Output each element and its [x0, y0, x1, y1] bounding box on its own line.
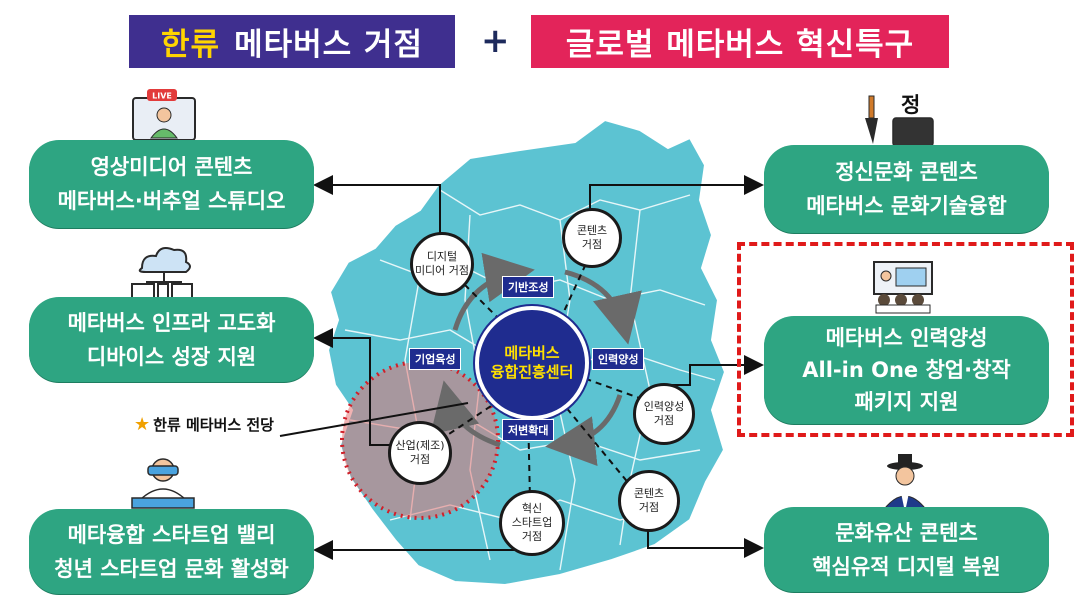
- center-node: 메타버스 융합진흥센터: [475, 306, 589, 420]
- box-media-line1: 영상미디어 콘텐츠: [90, 155, 253, 179]
- node-talent-line1: 인력양성: [643, 400, 685, 413]
- jeong-glyph: 정: [901, 93, 920, 117]
- box-infra-line2: 디바이스 성장 지원: [86, 344, 257, 369]
- node-talent: 인력양성 거점: [633, 383, 695, 445]
- center-line2: 융합진흥센터: [490, 363, 574, 381]
- node-startup-line3: 거점: [521, 530, 543, 543]
- node-digital-line2: 미디어 거점: [414, 264, 470, 277]
- box-spirit-line1: 정신문화 콘텐츠: [835, 160, 978, 184]
- star-icon: ★: [134, 414, 151, 435]
- node-industry-line2: 거점: [409, 453, 431, 466]
- cycle-arrows: [430, 252, 642, 466]
- node-talent-line2: 거점: [653, 414, 675, 427]
- box-startup-line1: 메타융합 스타트업 밸리: [67, 522, 276, 547]
- box-media-content: 영상미디어 콘텐츠 메타버스·버추얼 스튜디오: [29, 140, 314, 228]
- node-content-bottom: 콘텐츠 거점: [618, 470, 680, 532]
- tag-industry: 기업육성: [409, 348, 462, 370]
- box-infra-line1: 메타버스 인프라 고도화: [67, 310, 276, 335]
- box-startup-line2: 청년 스타트업 문화 활성화: [54, 556, 289, 581]
- hall-label: ★ 한류 메타버스 전당: [134, 414, 274, 435]
- node-industry-line1: 산업(제조): [395, 439, 445, 452]
- tag-expand: 저변확대: [502, 419, 555, 441]
- center-line1: 메타버스: [504, 344, 560, 362]
- node-startup-line2: 스타트업: [511, 516, 553, 529]
- talent-highlight-frame: [737, 242, 1074, 437]
- box-talent-line1: 메타버스 인력양성: [825, 326, 988, 350]
- box-media-line2: 메타버스·버추얼 스튜디오: [57, 189, 286, 213]
- title-left-text: 메타버스 거점: [234, 27, 423, 63]
- vr-user-icon: [131, 458, 195, 509]
- node-content-top-line2: 거점: [581, 238, 603, 251]
- node-digital-media: 디지털 미디어 거점: [410, 232, 474, 296]
- tag-talent: 인력양성: [592, 348, 645, 370]
- title-right: 글로벌 메타버스 혁신특구: [531, 15, 949, 68]
- box-spirit-culture: 정신문화 콘텐츠 메타버스 문화기술융합: [764, 145, 1049, 233]
- box-startup: 메타융합 스타트업 밸리 청년 스타트업 문화 활성화: [29, 509, 314, 594]
- box-talent: 메타버스 인력양성 All-in One 창업·창작 패키지 지원: [764, 316, 1049, 424]
- node-digital-line1: 디지털: [426, 250, 458, 263]
- title-left-highlight: 한류: [161, 27, 221, 63]
- calligraphy-icon: 정: [865, 93, 934, 147]
- box-talent-line3: 패키지 지원: [854, 390, 959, 414]
- node-startup-line1: 혁신: [521, 502, 543, 515]
- live-streamer-icon: LIVE: [132, 89, 196, 141]
- cloud-devices-icon: [131, 247, 193, 301]
- plus-sign: +: [481, 21, 510, 61]
- hall-label-text: 한류 메타버스 전당: [153, 416, 274, 434]
- box-talent-line2: All-in One 창업·창작: [802, 358, 1011, 382]
- box-heritage-line2: 핵심유적 디지털 복원: [812, 554, 1001, 579]
- scholar-icon: [881, 454, 929, 513]
- node-content-bottom-line2: 거점: [638, 501, 660, 514]
- node-content-bottom-line1: 콘텐츠: [633, 487, 665, 500]
- live-label: LIVE: [152, 92, 172, 101]
- classroom-icon: [873, 261, 933, 314]
- box-heritage-line1: 문화유산 콘텐츠: [835, 520, 978, 545]
- node-startup: 혁신 스타트업 거점: [499, 490, 565, 556]
- box-heritage: 문화유산 콘텐츠 핵심유적 디지털 복원: [764, 507, 1049, 592]
- tag-base: 기반조성: [502, 276, 555, 298]
- node-industry: 산업(제조) 거점: [388, 421, 452, 485]
- node-content-top-line1: 콘텐츠: [576, 224, 608, 237]
- box-spirit-line2: 메타버스 문화기술융합: [806, 194, 1007, 218]
- box-infra: 메타버스 인프라 고도화 디바이스 성장 지원: [29, 297, 314, 382]
- title-left: 한류 메타버스 거점: [129, 15, 455, 68]
- node-content-top: 콘텐츠 거점: [562, 208, 622, 268]
